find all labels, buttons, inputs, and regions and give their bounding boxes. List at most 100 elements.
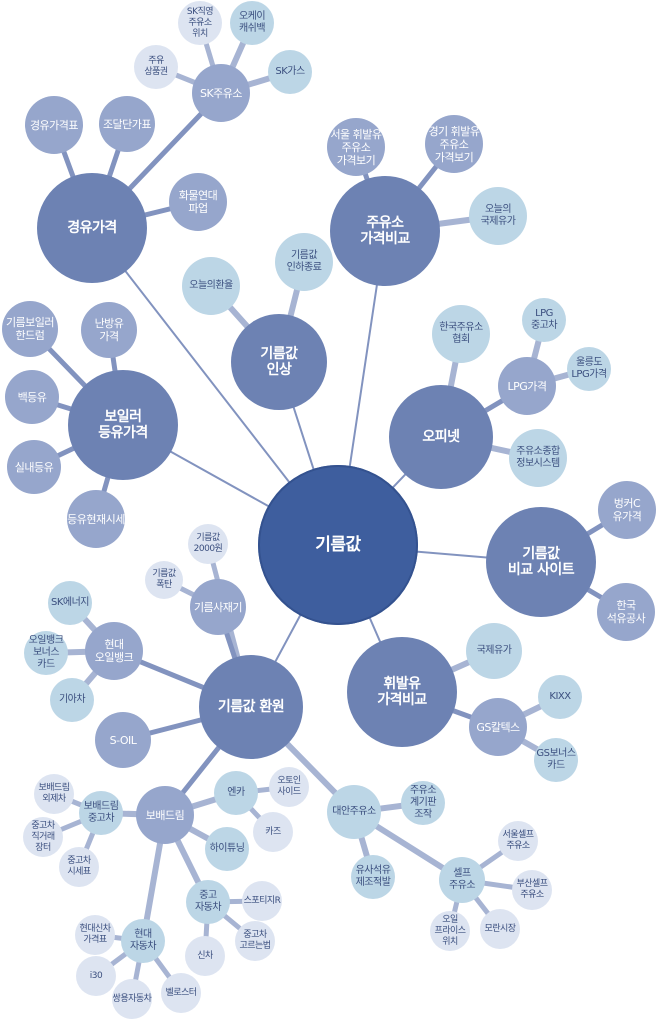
node-sk-station[interactable]: SK주유소: [192, 64, 250, 122]
node-label: 신차: [197, 950, 213, 961]
node-auto-inside[interactable]: 오토인 사이드: [269, 767, 309, 807]
node-label: 보배드림 중고차: [83, 801, 119, 824]
node-label: 난방유 가격: [94, 317, 124, 343]
node-seoul-compare[interactable]: 서울 휘발유 주유소 가격보기: [327, 118, 385, 176]
node-used-direct[interactable]: 중고차 직거래 장터: [23, 817, 63, 857]
node-label: 셀프 주유소: [448, 868, 476, 891]
node-root[interactable]: 기름값: [258, 465, 418, 625]
node-hyundai-newcar[interactable]: 현대신차 가격표: [75, 915, 115, 955]
node-okcashbag[interactable]: 오케이 캐쉬백: [230, 1, 274, 45]
node-lpg-used-car[interactable]: LPG 중고차: [522, 298, 566, 342]
node-oil-franchise[interactable]: 오일 프라이스 위치: [430, 911, 470, 951]
node-sk-gas[interactable]: SK가스: [268, 50, 312, 94]
node-ssangyong[interactable]: 쌍용자동차: [112, 979, 152, 1019]
node-seoul-self[interactable]: 서울셀프 주유소: [498, 821, 538, 861]
node-bobae-used[interactable]: 보배드림 중고차: [79, 791, 123, 835]
node-heating-oil[interactable]: 난방유 가격: [81, 302, 137, 358]
node-label: SK가스: [275, 66, 305, 77]
node-gas-coupon[interactable]: 주유 상품권: [134, 45, 178, 89]
node-label: 벨로스터: [165, 987, 197, 998]
node-label: 화물연대 파업: [178, 189, 218, 215]
node-label: 기름값: [315, 534, 361, 555]
node-fake-oil[interactable]: 유사석유 제조적발: [351, 855, 395, 899]
node-lpg-price[interactable]: LPG가격: [498, 357, 556, 415]
node-new-car[interactable]: 신차: [185, 936, 225, 976]
node-ulleungdo-lpg[interactable]: 울릉도 LPG가격: [567, 347, 611, 391]
node-high-tuning[interactable]: 하이튜닝: [205, 827, 249, 871]
node-encar[interactable]: 엔카: [214, 771, 258, 815]
node-station-info-system[interactable]: 주유소종합 정보시스템: [509, 429, 567, 487]
node-white-kerosene[interactable]: 백등유: [5, 370, 59, 424]
node-label: 중고차 고르는법: [239, 930, 271, 951]
node-label: 현대 오일뱅크: [94, 638, 134, 664]
node-bobaedream[interactable]: 보배드림: [136, 786, 194, 844]
node-price-cut-end[interactable]: 기름값 인하종료: [275, 233, 333, 291]
node-label: 스포티지R: [243, 895, 281, 906]
node-oil-rise[interactable]: 기름값 인상: [231, 314, 327, 410]
node-label: SK직영 주유소 위치: [186, 6, 214, 39]
node-label: 엔카: [227, 787, 245, 798]
node-veloster[interactable]: 벨로스터: [161, 973, 201, 1013]
node-knoc[interactable]: 한국 석유공사: [597, 583, 655, 641]
node-intl-oil[interactable]: 국제유가: [466, 623, 522, 679]
node-label: 기름보일러 한드럼: [5, 316, 55, 342]
node-used-price[interactable]: 중고차 고르는법: [235, 921, 275, 961]
node-used-market[interactable]: 중고차 시세표: [59, 847, 99, 887]
node-boiler[interactable]: 보일러 등유가격: [68, 370, 178, 480]
node-kia[interactable]: 기아차: [50, 678, 94, 722]
node-label: 보배드림 외제차: [38, 783, 70, 804]
node-supply-price[interactable]: 조달단가표: [99, 96, 155, 152]
node-station-compare[interactable]: 주유소 가격비교: [330, 176, 440, 286]
node-label: 중고차 시세표: [67, 856, 91, 877]
node-cargo-strike[interactable]: 화물연대 파업: [169, 173, 227, 231]
node-label: 오피넷: [422, 429, 460, 445]
node-gyeonggi-compare[interactable]: 경기 휘발유 주유소 가격보기: [425, 115, 483, 173]
node-s-oil[interactable]: S-OIL: [95, 712, 151, 768]
node-oil-resale[interactable]: 기름사재기: [190, 579, 246, 635]
node-busan-self[interactable]: 부산셀프 주유소: [512, 870, 552, 910]
node-opinet[interactable]: 오피넷: [389, 385, 493, 489]
node-i30[interactable]: i30: [76, 956, 116, 996]
node-label: 기름값 비교 사이트: [507, 546, 575, 578]
node-used-car[interactable]: 중고 자동차: [186, 880, 230, 924]
node-alt-station[interactable]: 대안주유소: [327, 785, 381, 839]
node-refund[interactable]: 기름값 환원: [199, 655, 303, 759]
node-intl-oil-today[interactable]: 오늘의 국제유가: [469, 187, 527, 245]
node-cars[interactable]: 카즈: [253, 812, 293, 852]
node-station-meter[interactable]: 주유소 계기판 조작: [401, 781, 445, 825]
node-oil-2000[interactable]: 기름값 2000원: [188, 524, 228, 564]
node-moran-market[interactable]: 모란시장: [480, 909, 520, 949]
node-self-station[interactable]: 셀프 주유소: [439, 857, 485, 903]
node-label: 울릉도 LPG가격: [571, 357, 607, 380]
node-gasoline-compare[interactable]: 휘발유 가격비교: [347, 637, 457, 747]
node-label: 조달단가표: [102, 117, 152, 131]
node-gs-bonus-card[interactable]: GS보너스 카드: [534, 738, 578, 782]
node-kerosene-market[interactable]: 등유현재시세: [67, 490, 125, 548]
node-boiler-oil[interactable]: 기름보일러 한드럼: [2, 301, 58, 357]
node-kpia[interactable]: 한국주유소 협회: [432, 305, 490, 363]
node-bunker-c[interactable]: 벙커C 유가격: [598, 481, 656, 539]
node-oil-surge[interactable]: 기름값 폭탄: [145, 561, 183, 599]
node-label: 오일 프라이스 위치: [434, 914, 466, 947]
node-diesel-table[interactable]: 경유가격표: [25, 96, 83, 154]
node-sk-energy[interactable]: SK에너지: [48, 581, 92, 625]
node-label: 기름값 폭탄: [152, 569, 176, 590]
node-gs-caltex[interactable]: GS칼텍스: [469, 698, 527, 756]
node-sportage[interactable]: 스포티지R: [242, 881, 282, 921]
node-gyeongyu[interactable]: 경유가격: [37, 173, 147, 283]
node-bobae-import[interactable]: 보배드림 외제차: [34, 774, 74, 814]
node-label: 오늘의 국제유가: [480, 204, 516, 227]
node-oilbank-card[interactable]: 오일뱅크 보너스 카드: [24, 631, 68, 675]
node-label: 중고 자동차: [194, 890, 222, 913]
node-label: 주유소 가격비교: [360, 215, 410, 247]
node-label: 경유가격: [67, 220, 117, 236]
node-label: 국제유가: [476, 645, 512, 656]
node-hyundai-motor[interactable]: 현대 자동차: [121, 919, 165, 963]
node-oil-compare-site[interactable]: 기름값 비교 사이트: [486, 507, 596, 617]
node-today-exchange[interactable]: 오늘의환율: [182, 257, 240, 315]
node-sk-direct[interactable]: SK직영 주유소 위치: [178, 1, 222, 45]
node-label: 경기 휘발유 주유소 가격보기: [428, 124, 480, 164]
node-hyundai-oilbank[interactable]: 현대 오일뱅크: [85, 622, 143, 680]
node-kixx[interactable]: KIXX: [538, 675, 582, 719]
node-indoor-kerosene[interactable]: 실내등유: [7, 440, 61, 494]
